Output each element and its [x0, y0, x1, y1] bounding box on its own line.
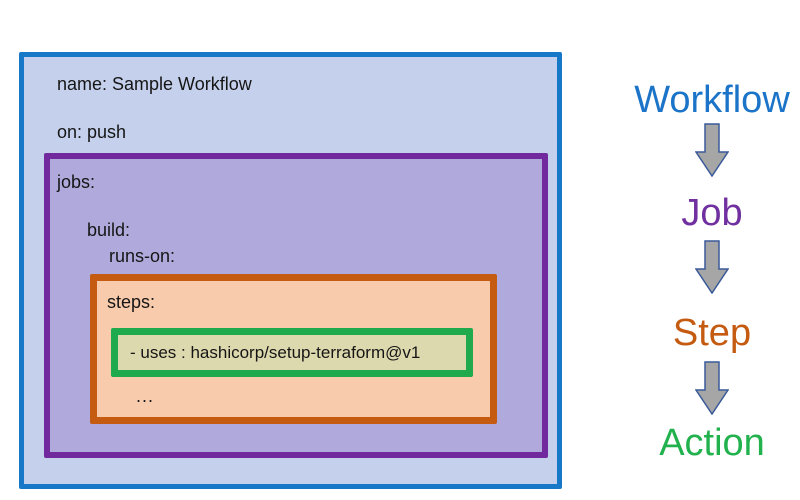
legend-label-step: Step — [672, 312, 752, 354]
hierarchy-legend: Workflow Job Step Action — [602, 0, 800, 500]
yaml-name-line: name: Sample Workflow — [57, 74, 252, 94]
yaml-build-line: build: — [87, 220, 131, 240]
yaml-on-line: on: push — [57, 122, 127, 142]
workflow-outer-box: name: Sample Workflow on: push jobs: bui… — [19, 52, 562, 489]
yaml-runs-on-line: runs-on: — [109, 246, 176, 266]
down-arrow-icon — [602, 123, 800, 182]
down-arrow-icon — [602, 240, 800, 299]
legend-label-job: Job — [681, 192, 743, 234]
down-arrow-icon — [602, 361, 800, 420]
legend-label-action: Action — [659, 422, 765, 464]
yaml-ellipsis-line: ... — [136, 386, 155, 406]
steps-box: steps: - uses : hashicorp/setup-terrafor… — [90, 274, 497, 424]
jobs-box: jobs: build: runs-on: steps: - uses : ha… — [44, 153, 548, 458]
legend-label-workflow: Workflow — [634, 79, 790, 121]
action-uses-box: - uses : hashicorp/setup-terraform@v1 — [111, 328, 473, 377]
yaml-jobs-line: jobs: — [57, 172, 96, 192]
yaml-uses-line: - uses : hashicorp/setup-terraform@v1 — [130, 343, 421, 362]
yaml-steps-line: steps: — [107, 292, 156, 312]
